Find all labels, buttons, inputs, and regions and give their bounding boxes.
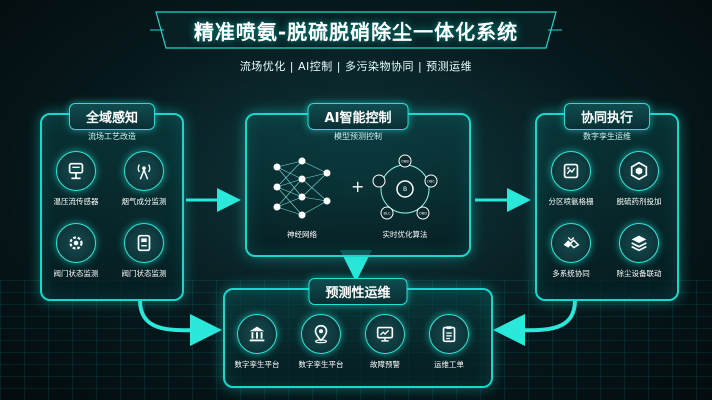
item-label: 烟气成分监测 — [121, 197, 167, 206]
item-valve-status-1: 阀门状态监测 — [36, 223, 116, 279]
hexagon-icon — [619, 151, 659, 191]
item-label: 故障预警 — [370, 360, 400, 369]
center-panel-sub: 模型预测控制 — [334, 132, 382, 141]
item-digital-twin-2: 数字孪生平台 — [281, 314, 361, 370]
chart-screen-icon — [365, 314, 405, 354]
item-digital-twin-1: 数字孪生平台 — [217, 314, 297, 370]
page-title: 精准喷氨-脱硫脱硝除尘一体化系统 — [193, 19, 519, 44]
item-label: 阀门状态监测 — [53, 269, 99, 278]
item-pressure-sensor: 温压流传感器 — [36, 151, 116, 207]
cycle-node: B — [403, 186, 407, 193]
item-valve-status-2: 阀门状态监测 — [104, 223, 184, 279]
layers-icon — [619, 223, 659, 263]
antenna-icon — [124, 151, 164, 191]
grid-icon — [551, 151, 591, 191]
item-work-order: 运维工单 — [409, 314, 489, 370]
item-desulfurization-dosing: 脱硫药剂投加 — [599, 151, 679, 207]
cycle-node: OBD — [419, 212, 427, 216]
bottom-panel: 预测性运维 数字孪生平台 数字孪生平台 故障预警 运维工单 — [223, 278, 493, 388]
building-icon — [237, 314, 277, 354]
page-subtitle: 流场优化 | AI控制 | 多污染物协同 | 预测运维 — [239, 60, 473, 73]
right-panel-heading: 协同执行 — [563, 103, 651, 130]
location-icon — [301, 314, 341, 354]
center-panel-heading: AI智能控制 — [307, 103, 409, 130]
left-panel: 全域感知 流场工艺改造 温压流传感器 烟气成分监测 阀门状态监测 阀门状态监测 — [40, 103, 184, 301]
title-frame — [150, 11, 562, 49]
right-panel-sub: 数字孪生运维 — [583, 132, 631, 141]
neural-network-label: 神经网络 — [287, 230, 317, 239]
right-panel: 协同执行 数字孪生运维 分区喷氨格栅 脱硫药剂投加 多系统协同 除尘设备联动 — [535, 103, 679, 301]
item-label: 除尘设备联动 — [616, 269, 662, 278]
left-panel-sub: 流场工艺改造 — [88, 132, 136, 141]
item-label: 脱硫药剂投加 — [616, 197, 662, 206]
item-label: 数字孪生平台 — [298, 360, 344, 369]
sensor-icon — [56, 151, 96, 191]
cycle-node: OBB — [401, 160, 409, 164]
item-label: 阀门状态监测 — [121, 269, 167, 278]
neural-network-icon — [273, 157, 331, 219]
optimization-cycle-icon: OBB B OBC OBD BLC — [372, 154, 438, 220]
clipboard-icon — [429, 314, 469, 354]
optimization-label: 实时优化算法 — [382, 230, 428, 239]
cycle-node: OBC — [427, 180, 435, 184]
item-fault-warning: 故障预警 — [345, 314, 425, 370]
left-panel-heading: 全域感知 — [68, 103, 156, 130]
item-dust-removal-link: 除尘设备联动 — [599, 223, 679, 279]
hands-icon — [551, 223, 591, 263]
item-flue-gas-monitor: 烟气成分监测 — [104, 151, 184, 207]
bottom-panel-heading: 预测性运维 — [308, 278, 408, 305]
item-label: 运维工单 — [434, 360, 464, 369]
monitor-icon — [124, 223, 164, 263]
item-label: 分区喷氨格栅 — [548, 197, 594, 206]
item-label: 数字孪生平台 — [234, 360, 280, 369]
item-multi-system: 多系统协同 — [531, 223, 611, 279]
item-label: 温压流传感器 — [53, 197, 99, 206]
gear-icon — [56, 223, 96, 263]
plus-sign: + — [351, 177, 365, 196]
item-label: 多系统协同 — [552, 269, 590, 278]
cycle-node: BLC — [384, 212, 391, 216]
title-banner: 精准喷氨-脱硫脱硝除尘一体化系统 — [150, 8, 562, 52]
center-panel: AI智能控制 模型预测控制 神经网络 + OBB B OBC OBD BLC — [245, 103, 471, 257]
item-zoned-ammonia-grid: 分区喷氨格栅 — [531, 151, 611, 207]
